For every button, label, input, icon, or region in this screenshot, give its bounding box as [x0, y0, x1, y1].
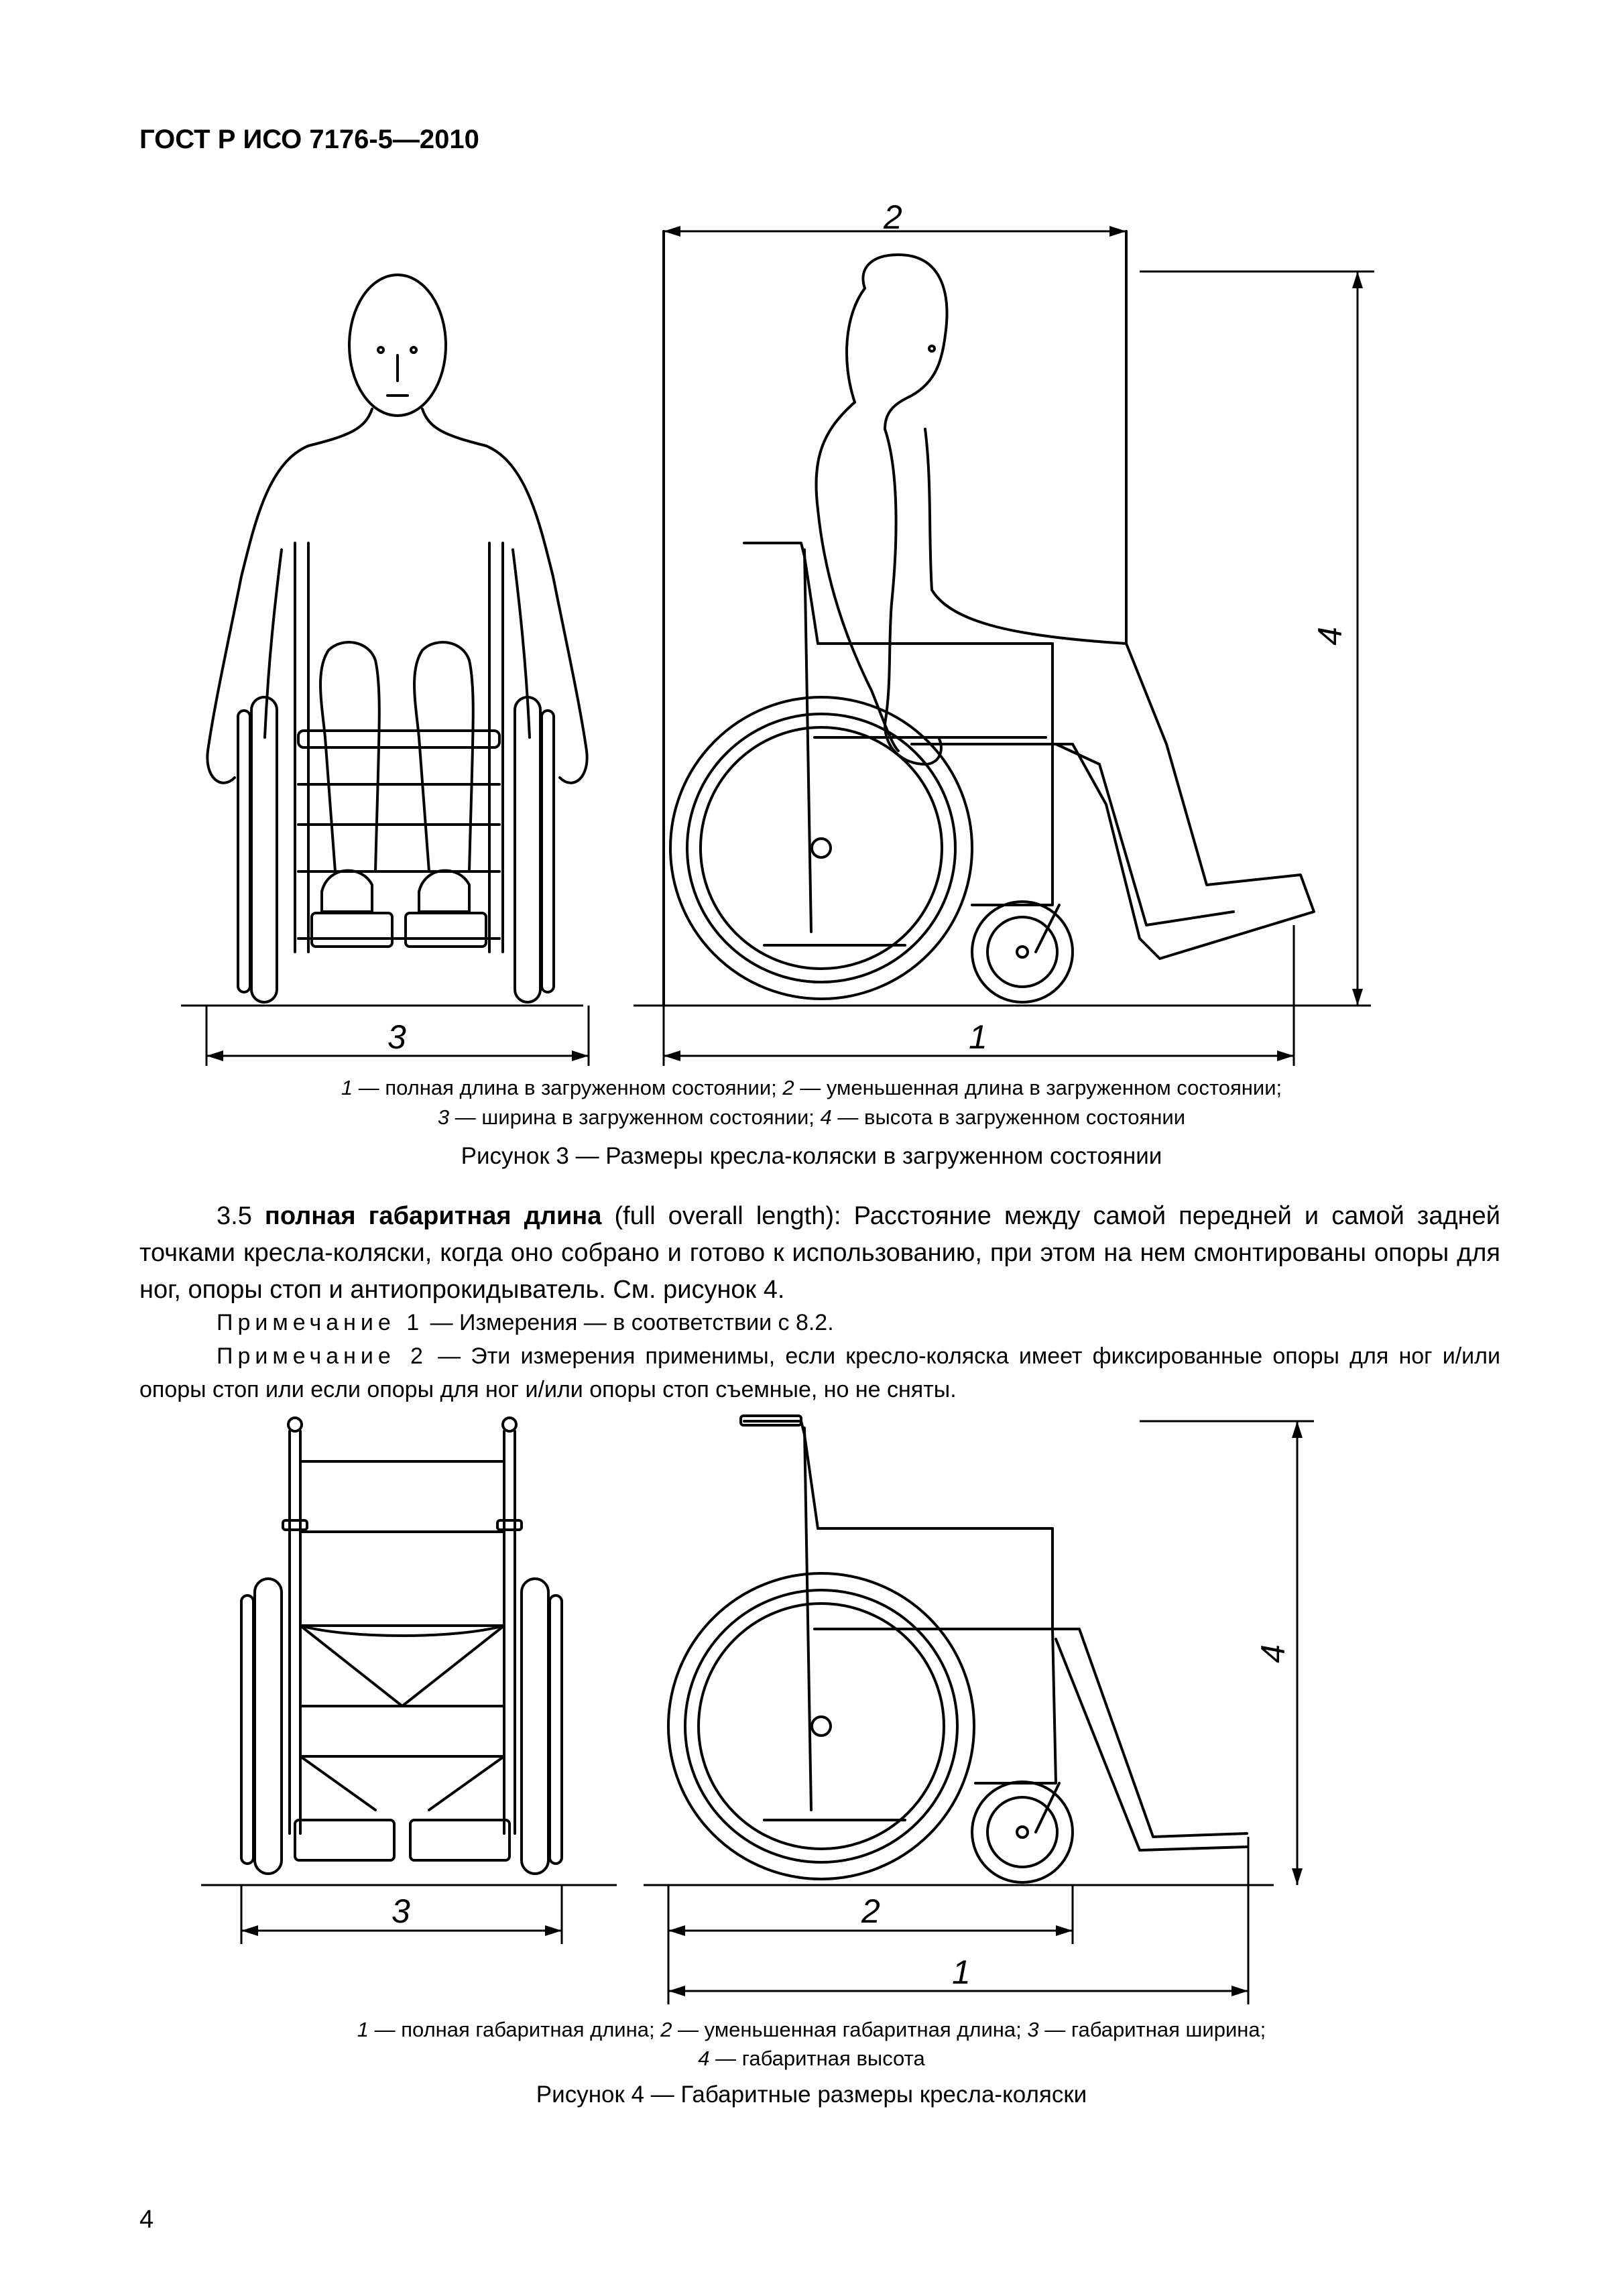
front-view-wheelchair: [240, 1416, 563, 1875]
figure-4-legend-line-1: 1 — полная габаритная длина; 2 — уменьше…: [357, 2018, 1266, 2041]
figure-3-caption: Рисунок 3 — Размеры кресла-коляски в заг…: [461, 1143, 1162, 1169]
figure-3-dimensions: [205, 226, 1374, 1066]
side-view-loaded-wheelchair: [662, 230, 1315, 1007]
fig4-dim-label-4: 4: [1254, 1644, 1292, 1663]
figure-3-legend-line-1: 1 — полная длина в загруженном состоянии…: [341, 1076, 1282, 1099]
fig4-dim-label-2: 2: [861, 1892, 880, 1930]
figure-4-dimensions: [240, 1420, 1314, 2004]
note-2: Примечание 2 — Эти измерения применимы, …: [139, 1343, 1500, 1402]
fig4-dim-label-1: 1: [952, 1953, 971, 1991]
standard-code: ГОСТ Р ИСО 7176-5—2010: [139, 125, 479, 154]
figure-4-legend-line-2: 4 — габаритная высота: [698, 2047, 925, 2070]
fig4-dim-label-3: 3: [392, 1892, 410, 1930]
section-3-5-paragraph: 3.5 полная габаритная длина (full overal…: [139, 1202, 1500, 1304]
figure-4: [201, 1414, 1314, 2004]
fig3-dim-label-4: 4: [1311, 627, 1349, 646]
fig3-dim-label-2: 2: [884, 198, 902, 236]
side-view-wheelchair: [667, 1414, 1248, 1884]
figure-4-caption: Рисунок 4 — Габаритные размеры кресла-ко…: [536, 2081, 1087, 2108]
page-number: 4: [139, 2206, 154, 2234]
front-view-loaded-wheelchair: [206, 274, 589, 1004]
note-1: Примечание 1 — Измерения — в соответстви…: [217, 1310, 834, 1335]
figure-3-legend-line-2: 3 — ширина в загруженном состоянии; 4 — …: [437, 1105, 1186, 1129]
figure-3: [181, 226, 1374, 1066]
fig3-dim-label-1: 1: [969, 1018, 987, 1056]
fig3-dim-label-3: 3: [387, 1018, 406, 1056]
